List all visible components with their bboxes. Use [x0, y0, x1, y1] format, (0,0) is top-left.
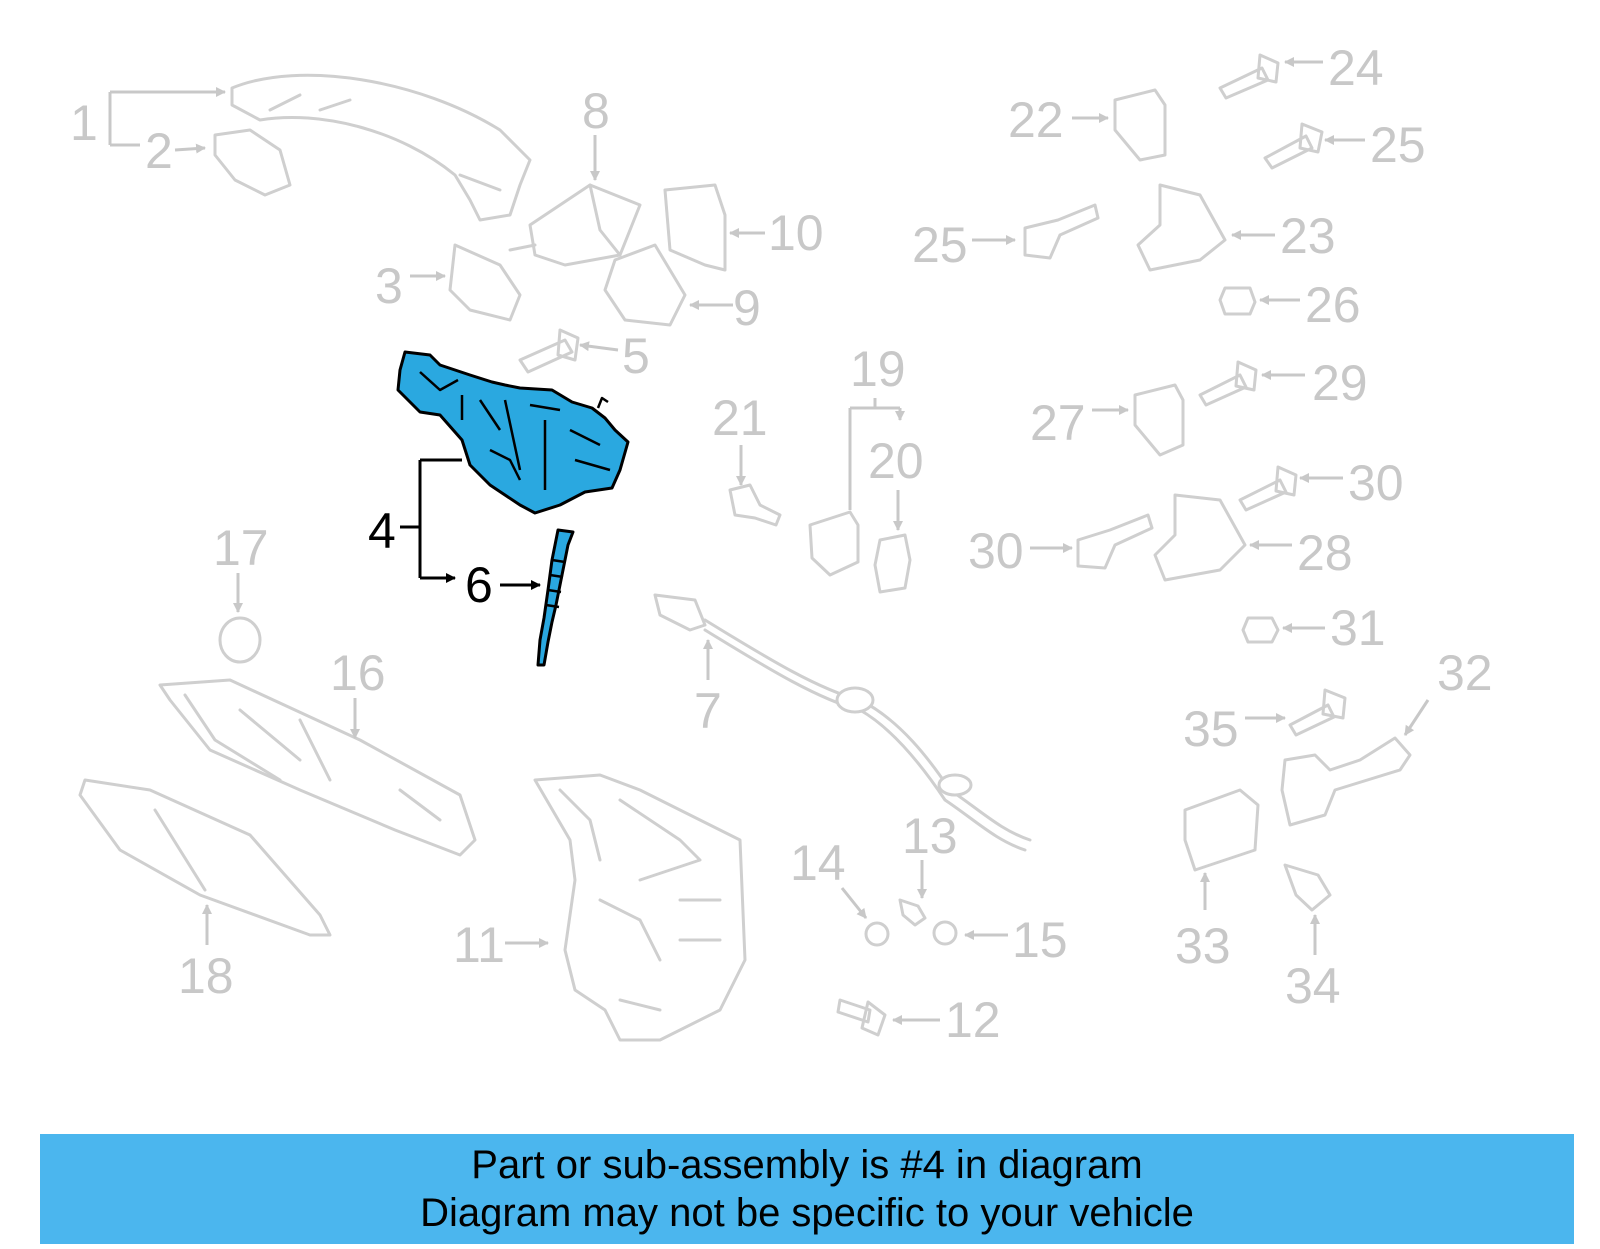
callout-6: 6 — [465, 557, 493, 613]
screw-part-5 — [518, 328, 580, 374]
handle-cap-part — [663, 183, 727, 272]
callout-22: 22 — [1008, 92, 1064, 148]
bezel-part — [78, 778, 332, 937]
bracket-part-27 — [1133, 383, 1185, 457]
latch-part — [533, 773, 747, 1042]
bushing-part-31 — [1241, 616, 1280, 644]
callout-25b: 25 — [912, 217, 968, 273]
callout-13: 13 — [902, 808, 958, 864]
callout-14: 14 — [790, 835, 846, 891]
callout-10: 10 — [768, 205, 824, 261]
bolt-part-24 — [1218, 53, 1280, 100]
callout-15: 15 — [1012, 912, 1068, 968]
callout-labels: 1 2 3 4 5 6 7 8 9 10 11 12 13 14 15 16 1… — [70, 40, 1493, 1048]
cable-part — [653, 593, 1032, 852]
callout-26: 26 — [1305, 277, 1361, 333]
screw-part-21 — [728, 483, 782, 527]
banner-line-1: Part or sub-assembly is #4 in diagram — [471, 1143, 1143, 1187]
callout-20: 20 — [868, 433, 924, 489]
callout-33: 33 — [1175, 918, 1231, 974]
callout-7: 7 — [694, 683, 722, 739]
callout-30b: 30 — [968, 523, 1024, 579]
callout-25a: 25 — [1370, 117, 1426, 173]
outer-handle-part — [230, 73, 532, 222]
cylinder-housing-part — [603, 243, 687, 327]
callout-24: 24 — [1328, 40, 1384, 96]
bolt-part-34 — [1283, 863, 1332, 912]
leader-lines — [108, 57, 1430, 1025]
bolt-part-12 — [836, 998, 887, 1037]
bolt-part-25b — [1023, 203, 1100, 260]
callout-32: 32 — [1437, 645, 1493, 701]
callout-11: 11 — [453, 917, 505, 973]
callout-29: 29 — [1312, 355, 1368, 411]
handle-gasket-part — [213, 128, 292, 197]
pad-part-20 — [873, 533, 912, 594]
callout-18: 18 — [178, 948, 234, 1004]
handle-pad-part — [448, 243, 522, 322]
callout-9: 9 — [733, 280, 761, 336]
inner-handle-part — [158, 678, 477, 857]
bracket-part-19 — [808, 510, 860, 577]
bolt-part-25a — [1263, 122, 1324, 170]
plug-part-15 — [932, 920, 958, 946]
pin-part-13 — [898, 898, 927, 927]
seal-ring-part — [218, 616, 262, 664]
highlighted-part-4 — [396, 350, 630, 515]
info-banner: Part or sub-assembly is #4 in diagram Di… — [40, 1134, 1574, 1244]
callout-31: 31 — [1330, 600, 1386, 656]
callout-23: 23 — [1280, 208, 1336, 264]
callout-1: 1 — [70, 95, 98, 151]
callout-2: 2 — [145, 123, 173, 179]
banner-line-2: Diagram may not be specific to your vehi… — [420, 1191, 1194, 1235]
bolt-part-35 — [1288, 688, 1347, 737]
callout-8: 8 — [582, 83, 610, 139]
callout-3: 3 — [375, 258, 403, 314]
callout-27: 27 — [1030, 395, 1086, 451]
callout-34: 34 — [1285, 958, 1341, 1014]
callout-30a: 30 — [1348, 455, 1404, 511]
hinge-part-23 — [1136, 183, 1227, 272]
callout-4: 4 — [368, 503, 396, 559]
bracket-part-22 — [1113, 88, 1167, 162]
lock-cylinder-part — [508, 183, 642, 267]
callout-5: 5 — [622, 328, 650, 384]
callout-12: 12 — [945, 992, 1001, 1048]
callout-16: 16 — [330, 645, 386, 701]
bolt-part-29 — [1198, 360, 1258, 407]
callout-19: 19 — [850, 341, 906, 397]
bolt-part-30a — [1238, 465, 1298, 512]
plug-part-14 — [864, 921, 890, 947]
check-arm-part-32 — [1280, 736, 1412, 827]
callout-35: 35 — [1183, 701, 1239, 757]
bolt-part-30b — [1076, 513, 1154, 570]
hinge-part-28 — [1153, 493, 1247, 582]
callout-28: 28 — [1297, 525, 1353, 581]
parts-diagram: 1 2 3 4 5 6 7 8 9 10 11 12 13 14 15 16 1… — [70, 40, 1493, 1048]
callout-21: 21 — [712, 390, 768, 446]
callout-17: 17 — [213, 520, 269, 576]
stop-part-33 — [1183, 788, 1260, 872]
bushing-part-26 — [1218, 286, 1257, 316]
highlighted-part-6-rod — [536, 528, 575, 667]
